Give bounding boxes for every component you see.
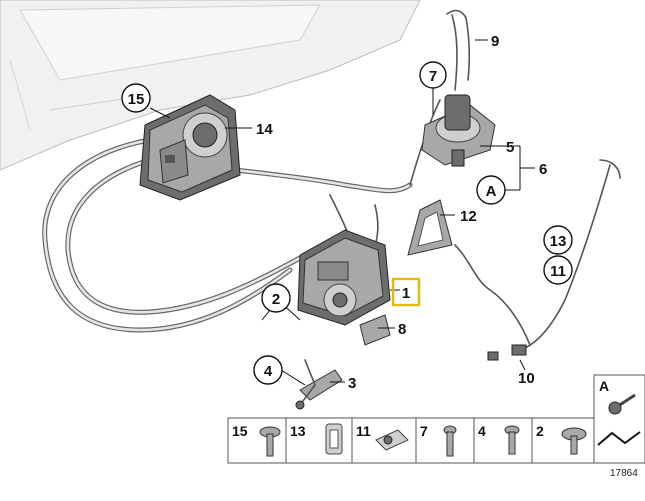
callout-8: 8: [398, 321, 406, 338]
callout-14: 14: [256, 121, 273, 138]
lock-assembly: [297, 229, 391, 326]
callout-13: 13: [543, 225, 573, 255]
legend-item-7: 7: [420, 423, 457, 457]
callout-12: 12: [460, 208, 477, 225]
svg-text:6: 6: [539, 161, 547, 178]
svg-text:4: 4: [478, 423, 486, 439]
svg-text:2: 2: [272, 291, 280, 308]
striker: [295, 359, 343, 410]
fastener-legend: 15 13 11 7 4 2: [227, 417, 595, 464]
callout-7: 7: [419, 61, 447, 89]
detail-a-box: A: [593, 374, 645, 464]
svg-text:5: 5: [506, 139, 514, 156]
svg-text:A: A: [486, 183, 497, 200]
svg-text:9: 9: [491, 33, 499, 50]
callout-11: 11: [543, 255, 573, 285]
svg-text:11: 11: [550, 263, 566, 280]
connector: [487, 344, 527, 361]
callout-9: 9: [491, 33, 499, 50]
callout-1: 1: [391, 277, 421, 307]
callout-6: 6: [539, 161, 547, 178]
legend-item-13: 13: [290, 423, 343, 455]
bracket: [359, 314, 391, 346]
callout-2: 2: [261, 283, 291, 313]
svg-text:2: 2: [536, 423, 544, 439]
svg-text:13: 13: [290, 423, 306, 439]
callout-4: 4: [253, 355, 283, 385]
motor-mount: [421, 94, 496, 167]
callout-10: 10: [518, 370, 535, 387]
legend-item-2: 2: [536, 423, 587, 455]
callout-5: 5: [506, 139, 514, 156]
grommet: [407, 199, 453, 256]
svg-text:10: 10: [518, 370, 535, 387]
callout-3: 3: [348, 375, 356, 392]
svg-text:11: 11: [356, 423, 371, 439]
svg-text:12: 12: [460, 208, 477, 225]
drive-unit: [139, 94, 241, 201]
svg-text:15: 15: [232, 423, 248, 439]
svg-text:7: 7: [429, 68, 437, 85]
svg-text:15: 15: [128, 91, 145, 108]
svg-text:14: 14: [256, 121, 273, 138]
callout-A: A: [476, 175, 506, 205]
callout-15: 15: [121, 83, 151, 113]
reference-code: 17864: [610, 468, 638, 479]
svg-text:3: 3: [348, 375, 356, 392]
svg-text:A: A: [599, 378, 609, 394]
legend-item-4: 4: [478, 423, 520, 455]
legend-item-11: 11: [356, 423, 409, 451]
svg-text:13: 13: [550, 233, 567, 250]
svg-text:1: 1: [402, 285, 410, 302]
svg-text:4: 4: [264, 363, 273, 380]
svg-text:7: 7: [420, 423, 428, 439]
trunk-lid-panel: [0, 0, 421, 171]
legend-item-15: 15: [232, 423, 281, 457]
svg-text:8: 8: [398, 321, 406, 338]
